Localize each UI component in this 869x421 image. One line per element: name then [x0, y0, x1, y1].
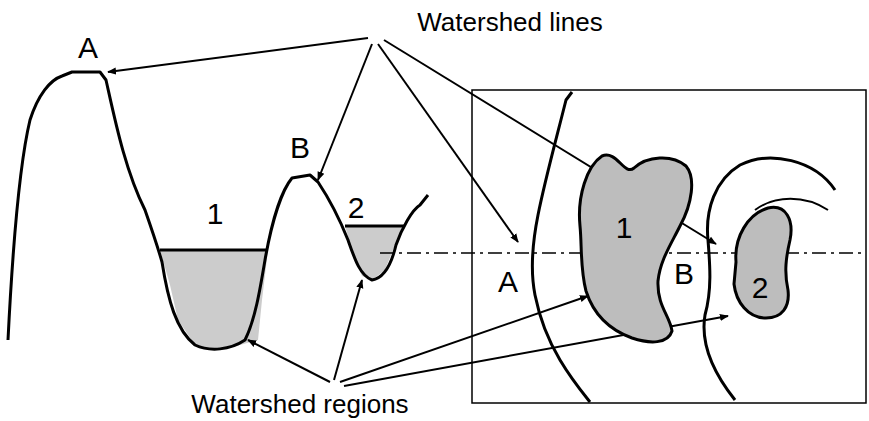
- point-letter: B: [672, 259, 696, 289]
- basin-number: 2: [346, 193, 367, 223]
- top-view-frame: [472, 90, 866, 403]
- water-level: [160, 249, 268, 252]
- basin-fill: [160, 250, 268, 350]
- water-level: [345, 225, 405, 228]
- region-number: 1: [616, 213, 633, 243]
- region-number: 2: [752, 273, 769, 303]
- callout-heading: Watershed regions: [189, 391, 410, 417]
- watershed-line: [704, 158, 835, 400]
- point-letter: A: [76, 33, 100, 63]
- terrain-profile: [8, 72, 428, 349]
- region-outline: [726, 202, 798, 324]
- point-letter: B: [288, 133, 312, 163]
- watershed-region: 2: [726, 202, 798, 324]
- callout-heading: Watershed lines: [415, 9, 604, 35]
- point-letter: A: [496, 267, 520, 297]
- leader-arrows: [108, 38, 728, 386]
- watershed-region: 1: [562, 146, 698, 348]
- region-outline: [562, 146, 698, 348]
- basin-number: 1: [205, 199, 226, 229]
